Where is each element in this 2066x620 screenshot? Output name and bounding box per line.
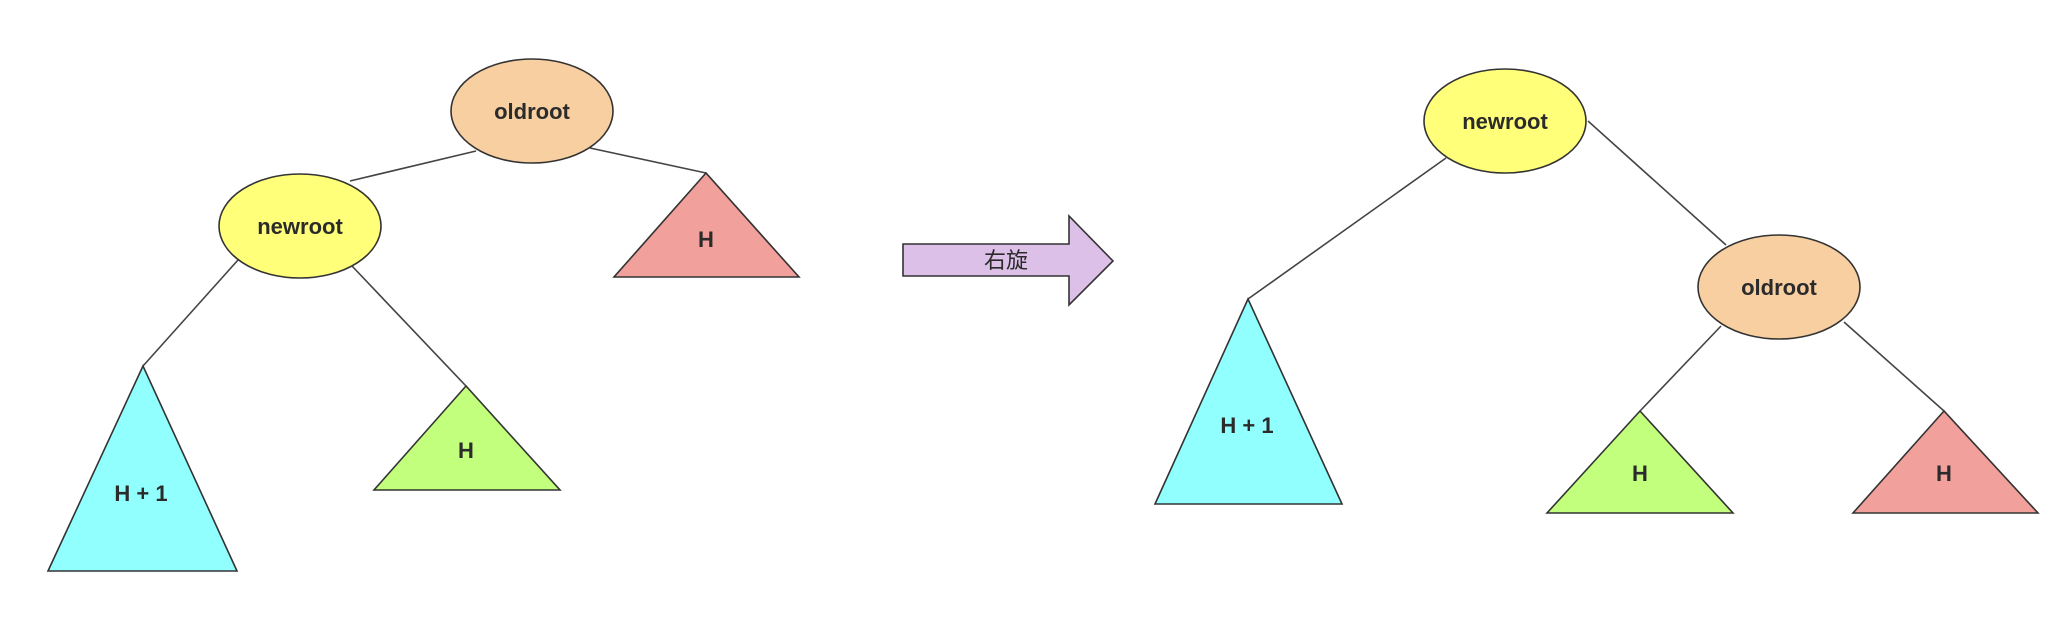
after-left-subtree-triangle [1153, 297, 1344, 505]
before-newroot-label: newroot [257, 214, 343, 239]
before-right-subtree: H [612, 171, 801, 278]
after-newroot-node: newroot [1423, 68, 1587, 174]
after-left-subtree-label: H + 1 [1220, 413, 1273, 438]
after-oldroot-label: oldroot [1741, 275, 1817, 300]
after-right-left-subtree-label: H [1632, 461, 1648, 486]
right-arrow-shape [902, 214, 1115, 307]
before-tree: oldroot newroot H H + 1 H [46, 58, 801, 572]
after-left-subtree: H + 1 [1153, 297, 1344, 505]
before-oldroot-node: oldroot [450, 58, 614, 164]
edge-newroot-oldroot-after [1587, 120, 1727, 246]
after-oldroot-ellipse [1697, 234, 1861, 340]
after-tree: newroot oldroot H + 1 H H [1153, 68, 2040, 514]
edge-newroot-left-subtree [142, 259, 239, 367]
rotation-arrow: 右旋 [902, 214, 1115, 307]
before-oldroot-ellipse [450, 58, 614, 164]
edge-newroot-right-subtree [351, 265, 467, 387]
before-left-right-subtree: H [372, 384, 562, 491]
after-newroot-ellipse [1423, 68, 1587, 174]
after-newroot-label: newroot [1462, 109, 1548, 134]
before-left-right-subtree-triangle [372, 384, 562, 491]
before-newroot-ellipse [218, 173, 382, 279]
rotation-arrow-label: 右旋 [984, 249, 1028, 274]
edge-oldroot-right-subtree [589, 147, 707, 174]
edge-oldroot-right-subtree-after [1843, 321, 1945, 412]
before-newroot-node: newroot [218, 173, 382, 279]
after-right-right-subtree-label: H [1936, 461, 1952, 486]
after-right-right-subtree-triangle [1851, 409, 2040, 514]
edge-oldroot-left-subtree-after [1639, 325, 1722, 412]
after-right-left-subtree-triangle [1545, 409, 1735, 514]
edge-oldroot-newroot [349, 150, 477, 182]
before-left-right-subtree-label: H [458, 438, 474, 463]
edge-newroot-left-subtree-after [1247, 157, 1447, 300]
before-right-subtree-triangle [612, 171, 801, 278]
after-oldroot-node: oldroot [1697, 234, 1861, 340]
before-left-left-subtree-triangle [46, 364, 239, 572]
before-left-left-subtree: H + 1 [46, 364, 239, 572]
before-left-left-subtree-label: H + 1 [114, 481, 167, 506]
after-right-right-subtree: H [1851, 409, 2040, 514]
after-right-left-subtree: H [1545, 409, 1735, 514]
before-right-subtree-label: H [698, 227, 714, 252]
before-oldroot-label: oldroot [494, 99, 570, 124]
